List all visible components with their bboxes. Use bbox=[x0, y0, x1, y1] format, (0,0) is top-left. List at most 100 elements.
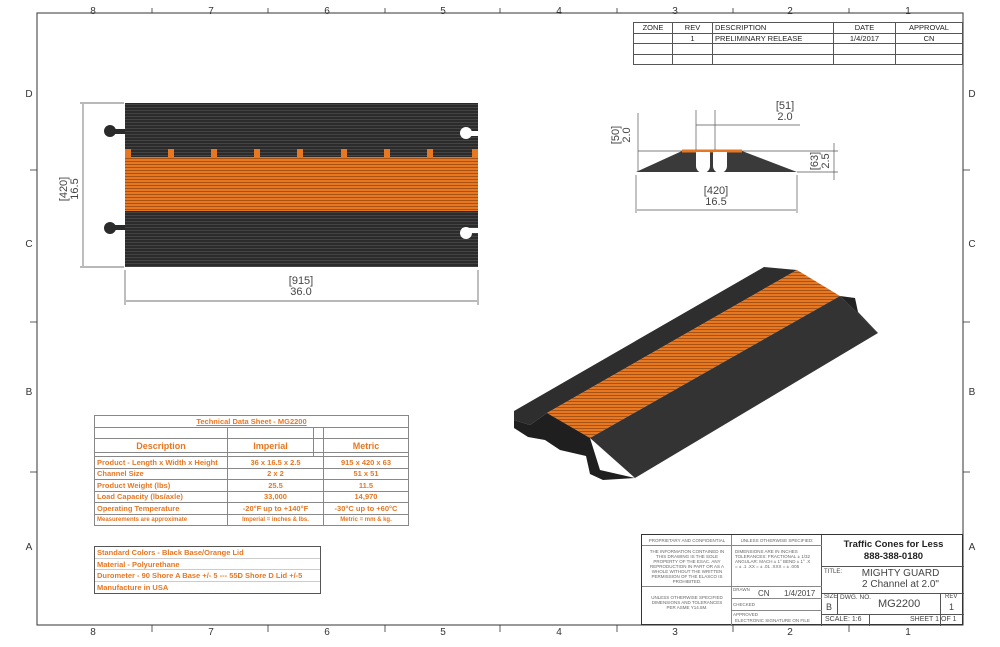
row-metric: 51 x 51 bbox=[323, 467, 409, 480]
zone-col-label: 3 bbox=[672, 627, 678, 638]
drawn-by: CN bbox=[758, 589, 770, 598]
dim-in: 16.5 bbox=[705, 196, 727, 208]
header-description: Description bbox=[94, 438, 228, 453]
dim-in: 2.0 bbox=[621, 127, 633, 143]
row-imperial: 36 x 16.5 x 2.5 bbox=[227, 456, 324, 469]
row-imperial: 25.5 bbox=[227, 479, 324, 492]
rev-number: 1 bbox=[672, 32, 713, 44]
note-durometer: Durometer - 90 Shore A Base +/- 5 --- 55… bbox=[95, 570, 320, 582]
note-material: Material - Polyurethane bbox=[95, 559, 320, 570]
col-rev: REV bbox=[672, 22, 713, 34]
unless-label: UNLESS OTHERWISE SPECIFIED: bbox=[740, 538, 814, 543]
dwg-no-value: MG2200 bbox=[878, 598, 921, 610]
proprietary-label: PROPRIETARY AND CONFIDENTIAL bbox=[648, 538, 726, 543]
dim-in: 16.5 bbox=[69, 178, 81, 200]
drawn-date: 1/4/2017 bbox=[784, 589, 816, 598]
dim-width-side: [420] 16.5 bbox=[686, 186, 746, 208]
tech-header-row: Description Imperial Metric bbox=[94, 438, 409, 453]
zone-col-label: 4 bbox=[556, 627, 562, 638]
zone-row-label: B bbox=[968, 387, 976, 398]
company-phone: 888-388-0180 bbox=[863, 551, 924, 562]
zone-row-label: A bbox=[968, 542, 976, 553]
side-view bbox=[635, 110, 838, 213]
dim-in: 2.5 bbox=[820, 153, 832, 169]
zone-col-label: 2 bbox=[787, 627, 793, 638]
footer-note: Measurements are approximate bbox=[94, 513, 228, 526]
rev-date: 1/4/2017 bbox=[833, 32, 896, 44]
note-manufacture: Manufacture in USA bbox=[97, 582, 169, 592]
rev-label: REV bbox=[945, 594, 958, 600]
technical-data-sheet: Technical Data Sheet - MG2200 Descriptio… bbox=[94, 415, 409, 526]
dim-mm: [915] bbox=[288, 275, 314, 287]
dim-mm: [51] bbox=[775, 100, 795, 112]
zone-col-label: 1 bbox=[905, 627, 911, 638]
dwg-no-label: DWG. NO. bbox=[840, 594, 872, 601]
row-imperial: 33,000 bbox=[227, 490, 324, 503]
zone-col-label: 1 bbox=[905, 6, 911, 17]
checked-label: CHECKED bbox=[733, 602, 756, 607]
top-view bbox=[80, 102, 479, 305]
tolerances-text: DIMENSIONS ARE IN INCHES TOLERANCES: FRA… bbox=[735, 549, 811, 569]
revision-row-empty bbox=[633, 43, 963, 55]
zone-col-label: 7 bbox=[208, 627, 214, 638]
rev-zone bbox=[633, 32, 673, 44]
zone-ticks bbox=[30, 8, 970, 632]
lid-tabs bbox=[125, 149, 478, 157]
zone-row-label: D bbox=[25, 89, 33, 100]
dim-mm: [420] bbox=[703, 185, 729, 197]
zone-row-label: C bbox=[968, 239, 976, 250]
zone-row-label: B bbox=[25, 387, 33, 398]
zone-col-label: 4 bbox=[556, 6, 562, 17]
connector-female bbox=[460, 127, 478, 239]
row-metric: 915 x 420 x 63 bbox=[323, 456, 409, 469]
revision-table: ZONE REV DESCRIPTION DATE APPROVAL 1 PRE… bbox=[633, 22, 963, 65]
zone-col-label: 5 bbox=[440, 6, 446, 17]
col-approval: APPROVAL bbox=[895, 22, 963, 34]
footer-metric: Metric = mm & kg. bbox=[323, 513, 409, 526]
tech-sheet-title: Technical Data Sheet - MG2200 bbox=[94, 415, 409, 428]
connector-male bbox=[104, 125, 125, 234]
isometric-view bbox=[514, 267, 878, 480]
dim-in: 36.0 bbox=[290, 286, 312, 298]
dim-in: 2.0 bbox=[777, 111, 793, 123]
row-label: Product - Length x Width x Height bbox=[94, 456, 228, 469]
zone-row-label: C bbox=[25, 239, 33, 250]
header-imperial: Imperial bbox=[227, 438, 314, 453]
col-description: DESCRIPTION bbox=[712, 22, 834, 34]
scale: SCALE: 1:6 bbox=[825, 616, 862, 623]
row-label: Load Capacity (lbs/axle) bbox=[94, 490, 228, 503]
size-value: B bbox=[826, 602, 833, 612]
tech-row: Operating Temperature-20°F up to +140°F-… bbox=[94, 502, 409, 515]
col-date: DATE bbox=[833, 22, 896, 34]
title-label: TITLE: bbox=[824, 569, 843, 575]
dim-width-top: [420] 16.5 bbox=[58, 159, 81, 219]
asme-text: UNLESS OTHERWISE SPECIFIED DIMENSIONS AN… bbox=[651, 595, 723, 610]
zone-col-label: 6 bbox=[324, 6, 330, 17]
zone-col-label: 2 bbox=[787, 6, 793, 17]
dim-length: [915] 36.0 bbox=[271, 276, 331, 298]
dim-channel-width: [51] 2.0 bbox=[755, 101, 815, 123]
zone-col-label: 8 bbox=[90, 627, 96, 638]
row-label: Product Weight (lbs) bbox=[94, 479, 228, 492]
row-label: Operating Temperature bbox=[94, 502, 228, 515]
product-notes: Standard Colors - Black Base/Orange Lid … bbox=[94, 546, 321, 594]
drawn-label: DRAWN bbox=[733, 587, 750, 592]
approved-text: ELECTRONIC SIGNATURE ON FILE bbox=[735, 618, 810, 623]
row-imperial: -20°F up to +140°F bbox=[227, 502, 324, 515]
revision-row-empty bbox=[633, 53, 963, 65]
proprietary-text: THE INFORMATION CONTAINED IN THIS DRAWIN… bbox=[649, 549, 725, 584]
zone-col-label: 3 bbox=[672, 6, 678, 17]
revision-header-row: ZONE REV DESCRIPTION DATE APPROVAL bbox=[633, 22, 963, 34]
zone-col-label: 6 bbox=[324, 627, 330, 638]
dim-channel-height: [50] 2.0 bbox=[610, 110, 633, 160]
size-label: SIZE bbox=[824, 594, 838, 600]
drawing-title-line2: 2 Channel at 2.0" bbox=[862, 579, 939, 590]
row-metric: -30°C up to +60°C bbox=[323, 502, 409, 515]
rev-approval: CN bbox=[895, 32, 963, 44]
